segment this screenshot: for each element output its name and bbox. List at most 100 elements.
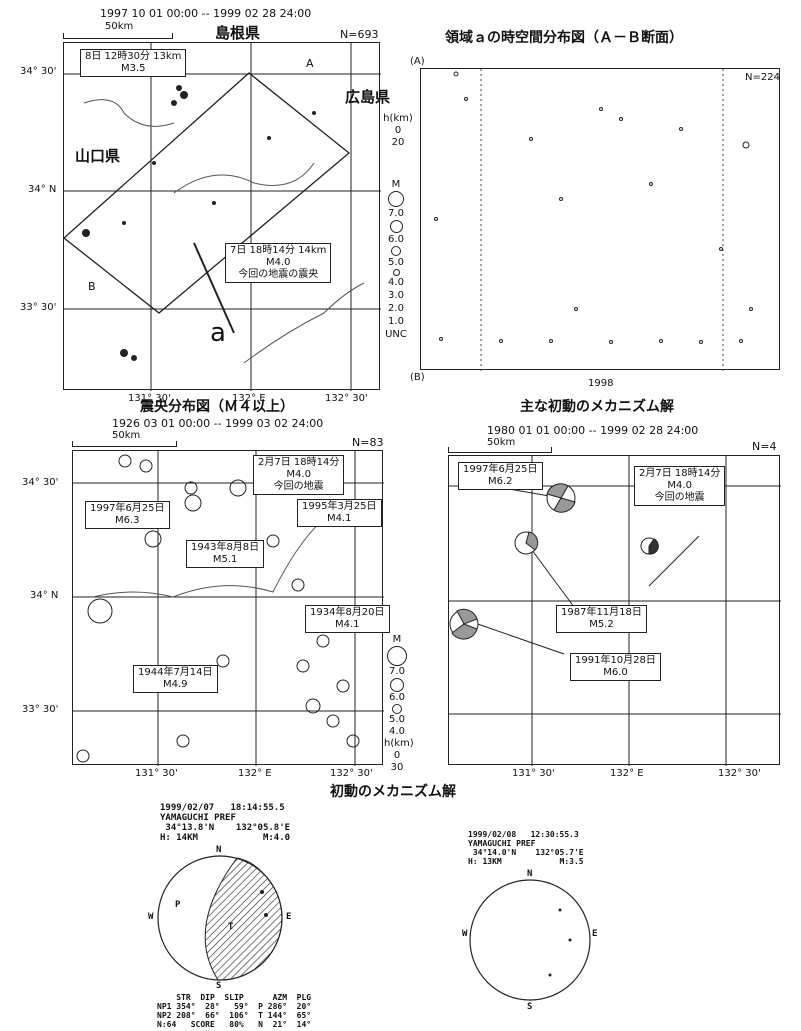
map2-title: 震央分布図（Ｍ４以上） [140,399,294,415]
legend-text: 4.0 [388,277,404,288]
legend-text: M [392,634,402,645]
legend-text: UNC [385,329,407,340]
circle-icon [388,191,404,207]
box-line: 1995年3月25日 [302,501,377,512]
box-line: 1944年7月14日 [138,667,213,678]
circle-icon [392,269,400,276]
map2-scale: 50km [112,430,141,441]
legend-text: 6.0 [388,234,404,245]
map3-lon-label: 132° 30' [718,768,761,779]
map1-lat-label: 34° 30' [20,66,57,77]
map3-scale: 50km [487,437,516,448]
map1-lon-label: 131° 30' [128,393,171,404]
sol2-line: 1999/02/08 12:30:55.3 [468,830,579,839]
legend-text: 7.0 [388,208,404,219]
timespace-count: N=224 [745,72,780,83]
map1-scale-bar [63,33,173,39]
map1-scale: 50km [105,21,134,32]
legend-text: 20 [391,137,405,148]
timespace-plot [420,68,780,371]
legend-text: 4.0 [389,726,405,737]
box-line: M4.0 [265,257,291,268]
box-line: 1987年11月18日 [561,607,642,618]
sol2-line: H: 13KM M:3.5 [468,857,584,866]
map1-period: 1997 10 01 00:00 -- 1999 02 28 24:00 [100,7,312,20]
legend-text: 3.0 [388,290,404,301]
table-row: NP2 208° 66° 106° T 144° 65° [157,1011,312,1020]
map2-lon-label: 132° 30' [330,768,373,779]
map3-lon-label: 132° E [610,768,644,779]
map1-label-yamaguchi: 山口県 [75,147,121,165]
legend-text: 0 [394,125,402,136]
circle-icon [392,704,402,714]
box-line: M6.2 [488,476,513,487]
map2-lon-label: 131° 30' [135,768,178,779]
box-line: M6.0 [603,667,628,678]
sol2-dir-W: W [462,929,468,939]
map2-legend: M 7.0 6.0 5.0 4.0 h(km) 0 30 [384,634,414,774]
legend-text: h(km) [383,113,413,124]
circle-icon [391,246,401,256]
beachball-1 [157,855,283,981]
box-line: M6.3 [115,515,140,526]
box-line: M3.5 [120,63,146,74]
box-line: 1997年6月25日 [90,503,165,514]
map2-count: N=83 [352,436,384,449]
box-line: M4.1 [327,513,352,524]
legend-text: 5.0 [389,714,405,725]
box-line: 2月7日 18時14分 [639,468,721,479]
legend-text: 30 [390,762,404,773]
sol2-dir-S: S [527,1002,533,1012]
map2-period: 1926 03 01 00:00 -- 1999 03 02 24:00 [112,417,324,430]
map3-scale-bar [448,447,552,453]
map2-lat-label: 34° 30' [22,477,59,488]
map1-lat-label: 33° 30' [20,302,57,313]
map3-title: 主な初動のメカニズム解 [520,399,674,415]
timespace-year: 1998 [588,378,614,389]
box-line: M4.1 [335,619,360,630]
box-line: M5.1 [212,554,238,565]
box-line: 今回の地震の震央 [238,269,319,280]
map1-lon-label: 132° 30' [325,393,368,404]
sol1-dir-E: E [286,912,292,922]
map1-lon-label: 132° E [232,393,266,404]
mechanism-title: 初動のメカニズム解 [330,784,456,800]
box-line: 2月7日 18時14分 [258,457,340,468]
table-row: STR DIP SLIP AZM PLG [157,993,312,1002]
sol2-dir-E: E [592,929,598,939]
box-line: M5.2 [589,619,614,630]
circle-icon [389,220,403,233]
box-line: 8日 12時30分 13km [85,51,182,62]
sol2-line: YAMAGUCHI PREF [468,839,536,848]
map1-lat-label: 34° N [28,184,57,195]
sol1-dir-S: S [216,981,222,991]
sol1-P-axis: P [175,900,181,910]
map3-frame [448,455,781,766]
timespace-title: 領域ａの時空間分布図（Ａ－Ｂ断面） [445,30,683,46]
map3-period: 1980 01 01 00:00 -- 1999 02 28 24:00 [487,424,699,437]
timespace-top-label: (A) [410,56,425,67]
box-line: 今回の地震 [273,481,324,492]
map2-lat-label: 34° N [30,590,59,601]
legend-text: 1.0 [388,316,404,327]
box-line: 1991年10月28日 [575,655,656,666]
sol1-line: YAMAGUCHI PREF [160,813,236,823]
sol1-dir-N: N [216,845,222,855]
circle-icon [390,678,404,692]
map1-count: N=693 [340,28,379,41]
map1-label-hiroshima: 広島県 [345,88,391,106]
legend-text: 2.0 [388,303,404,314]
box-line: M4.0 [286,469,311,480]
